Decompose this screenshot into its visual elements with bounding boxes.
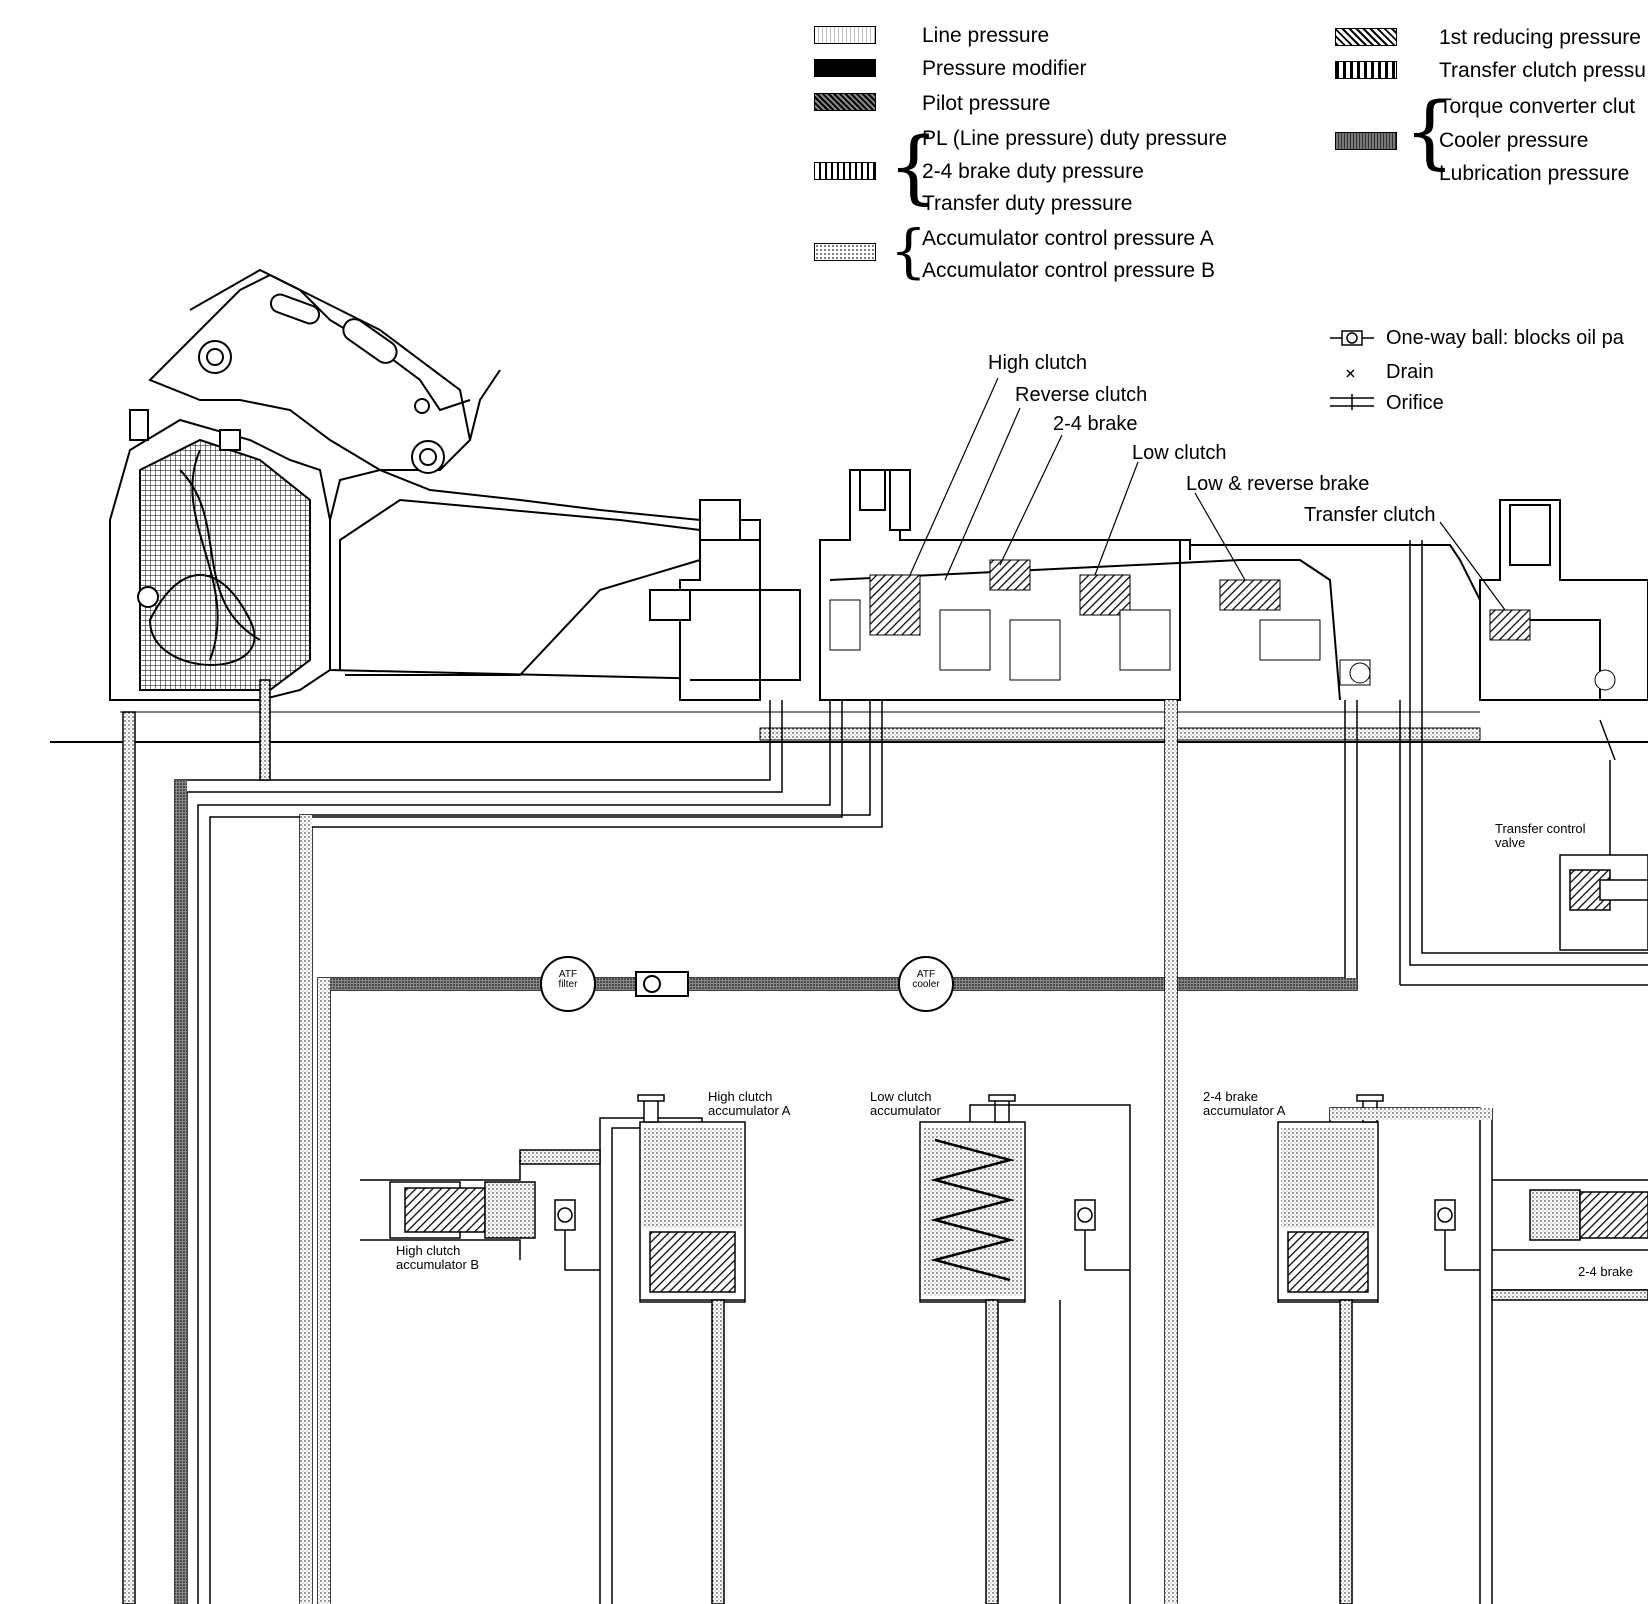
transmission-housing bbox=[109, 268, 1648, 701]
label-high-clutch-acc-a: High clutch accumulator A bbox=[708, 1089, 791, 1118]
label-high-clutch-acc-b: High clutch accumulator B bbox=[396, 1243, 480, 1272]
swatch-pressure-modifier bbox=[814, 59, 876, 77]
accumulators bbox=[360, 1094, 1648, 1604]
legend-cooler: Cooler pressure bbox=[1439, 129, 1589, 152]
legend-transfer-clutch-pressure: Transfer clutch pressu bbox=[1439, 59, 1646, 82]
label-atf-filter: ATF filter bbox=[558, 969, 578, 990]
swatch-pilot-pressure bbox=[814, 93, 876, 111]
label-reverse-clutch: Reverse clutch bbox=[1015, 384, 1148, 406]
label-transfer-control-valve: Transfer control valve bbox=[1495, 821, 1586, 850]
symbol-one-way-ball: One-way ball: blocks oil pa bbox=[1386, 327, 1624, 349]
label-low-clutch: Low clutch bbox=[1132, 442, 1227, 464]
legend-line-pressure: Line pressure bbox=[922, 24, 1050, 47]
drain-icon: × bbox=[1345, 363, 1356, 384]
label-atf-cooler: ATF cooler bbox=[912, 969, 940, 990]
one-way-ball-symbol-icon bbox=[1330, 330, 1374, 346]
atf-cooler-icon bbox=[898, 956, 954, 1012]
label-2-4-brake-acc-a: 2-4 brake accumulator A bbox=[1203, 1089, 1286, 1118]
legend-acc-a: Accumulator control pressure A bbox=[922, 227, 1214, 250]
swatch-1st-reducing bbox=[1335, 28, 1397, 46]
brace-accumulator: { bbox=[890, 217, 927, 285]
clutch-packs bbox=[829, 559, 1616, 691]
legend-pilot-pressure: Pilot pressure bbox=[922, 92, 1051, 115]
legend-acc-b: Accumulator control pressure B bbox=[922, 259, 1215, 282]
oil-passages bbox=[122, 540, 1648, 1604]
legend-1st-reducing: 1st reducing pressure bbox=[1439, 26, 1641, 49]
legend-brake-duty: 2-4 brake duty pressure bbox=[922, 160, 1144, 183]
label-high-clutch: High clutch bbox=[988, 352, 1087, 374]
label-2-4-brake-right: 2-4 brake bbox=[1578, 1264, 1633, 1279]
legend-transfer-duty: Transfer duty pressure bbox=[922, 192, 1133, 215]
atf-devices bbox=[540, 956, 954, 1012]
symbol-drain: Drain bbox=[1386, 361, 1434, 383]
swatch-accumulator-control bbox=[814, 243, 876, 261]
label-2-4-brake: 2-4 brake bbox=[1053, 413, 1138, 435]
swatch-cooler bbox=[1335, 132, 1397, 150]
legend-pressure-modifier: Pressure modifier bbox=[922, 57, 1087, 80]
swatch-line-pressure bbox=[814, 26, 876, 44]
orifice-icon bbox=[1330, 394, 1374, 410]
one-way-ball-icon bbox=[635, 971, 689, 997]
legend-torque-converter: Torque converter clut bbox=[1439, 95, 1636, 118]
swatch-duty-pressure bbox=[814, 162, 876, 180]
brace-cooler: { bbox=[1404, 85, 1455, 178]
label-low-reverse-brake: Low & reverse brake bbox=[1186, 473, 1370, 495]
label-low-clutch-acc: Low clutch accumulator bbox=[870, 1089, 941, 1118]
swatch-transfer-clutch bbox=[1335, 61, 1397, 79]
leader-lines bbox=[909, 377, 1506, 611]
atf-filter-icon bbox=[540, 956, 596, 1012]
brace-duty: { bbox=[888, 120, 939, 213]
label-transfer-clutch: Transfer clutch bbox=[1304, 504, 1436, 526]
legend-lubrication: Lubrication pressure bbox=[1439, 162, 1630, 185]
legend-pl-duty: PL (Line pressure) duty pressure bbox=[922, 127, 1228, 150]
symbol-orifice: Orifice bbox=[1386, 392, 1444, 414]
